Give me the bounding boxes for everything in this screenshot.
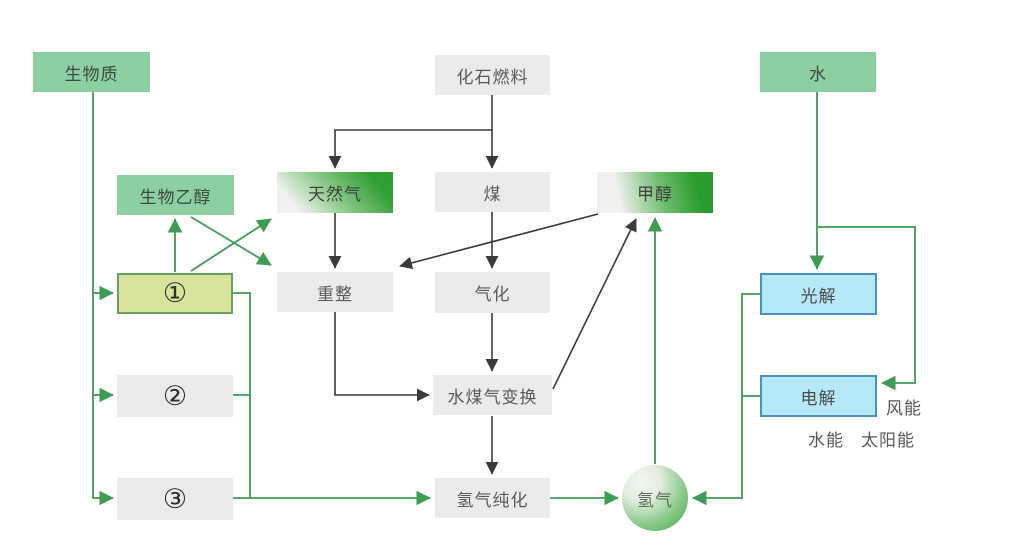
node-reforming: 重整: [277, 272, 393, 312]
node-gasification: 气化: [435, 272, 550, 313]
node-electrolysis: 电解: [760, 375, 877, 417]
node-step-2: ②: [117, 375, 233, 417]
label-hydro-energy: 水能: [808, 431, 844, 451]
node-water-gas-shift: 水煤气变换: [433, 375, 552, 415]
node-methanol: 甲醇: [597, 172, 713, 213]
node-step-1: ①: [117, 273, 233, 314]
edge-water-to-electrolysis: [817, 226, 916, 391]
edge-watergasshift-to-methanol: [552, 218, 637, 390]
edge-step1-to-collector: [233, 292, 251, 498]
edge-step1-to-naturalgas: [190, 218, 272, 272]
node-bioethanol: 生物乙醇: [117, 175, 234, 215]
edge-reforming-to-watergasshift: [334, 312, 430, 402]
node-hydrogen: 氢气: [622, 465, 688, 531]
node-photolysis: 光解: [760, 273, 877, 315]
node-fossil-fuel: 化石燃料: [435, 55, 550, 95]
node-coal: 煤: [435, 172, 550, 212]
node-natural-gas: 天然气: [277, 172, 393, 213]
node-step-3: ③: [117, 478, 233, 520]
edge-bioethanol-to-reforming: [190, 216, 272, 266]
label-solar-energy: 太阳能: [861, 431, 915, 451]
node-water: 水: [760, 52, 876, 92]
label-wind-energy: 风能: [886, 399, 922, 419]
edge-fossilfuel-to-naturalgas: [328, 129, 492, 169]
edge-biomass-trunk-to-step3: [92, 92, 114, 506]
node-biomass: 生物质: [33, 52, 150, 92]
edge-methanol-to-reforming: [399, 213, 599, 270]
node-hydrogen-purification: 氢气纯化: [435, 478, 550, 518]
